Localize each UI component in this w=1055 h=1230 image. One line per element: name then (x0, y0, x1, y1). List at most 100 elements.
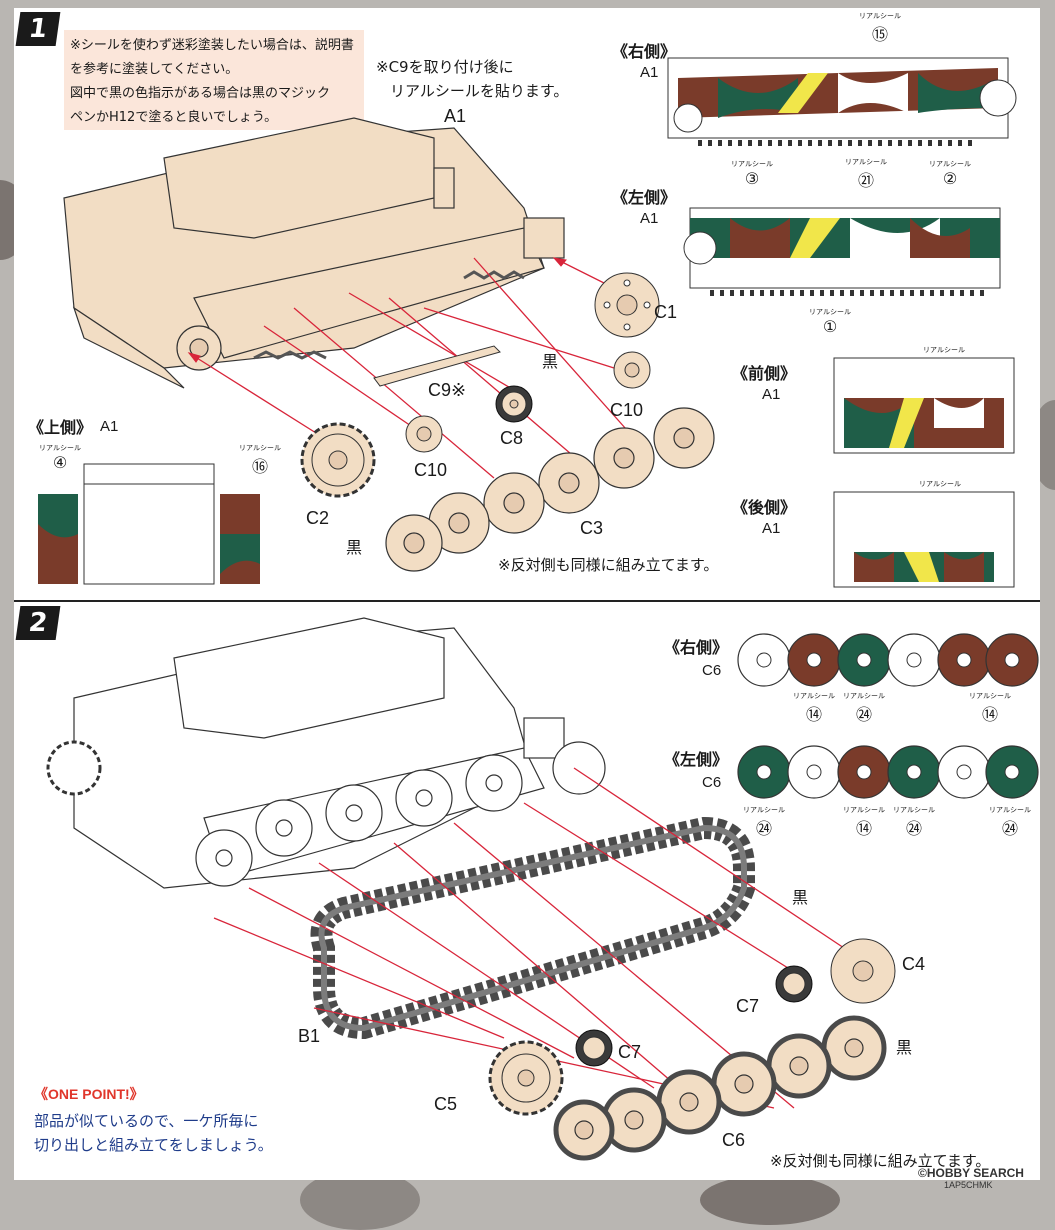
wheel-sticker: リアルシール ㉔ (980, 806, 1040, 839)
sticker-number: ⑮ (871, 25, 888, 44)
part-c10-left (405, 415, 443, 453)
top-view-part: A1 (100, 418, 119, 435)
sticker-number: ㉔ (855, 705, 872, 724)
top-view-drawing (38, 463, 260, 585)
front-view-drawing (833, 357, 1015, 454)
part-c1-idler (594, 272, 660, 338)
sticker-caption: リアルシール (859, 12, 901, 20)
wheel-sticker: リアルシール ⑭ (834, 806, 894, 839)
one-point-line: 部品が似ているので、一ケ所毎に (34, 1112, 259, 1130)
sticker-caption: リアルシール (793, 692, 835, 700)
sticker-15: リアルシール ⑮ (850, 12, 910, 45)
part-c8-roller (495, 385, 533, 423)
sticker-number: ⑭ (981, 705, 998, 724)
wheels-right-row (737, 633, 1039, 687)
sticker-number: ③ (744, 169, 760, 188)
part-label-c5: C5 (434, 1094, 458, 1114)
sticker-number: ㉑ (857, 171, 874, 190)
sticker-caption: リアルシール (923, 346, 965, 354)
black-note-c10: 黒 (346, 538, 363, 557)
part-label-c3: C3 (580, 518, 604, 538)
one-point-heading: 《ONE POINT!》 (34, 1086, 144, 1102)
sticker-caption: リアルシール (809, 308, 851, 316)
sticker-number: ⑭ (805, 705, 822, 724)
wheel-sticker: リアルシール ㉔ (734, 806, 794, 839)
paint-note-line: ※シールを使わず迷彩塗装したい場合は、説明書 (70, 38, 354, 53)
sticker-number: ⑭ (855, 819, 872, 838)
sticker-21: リアルシール ㉑ (836, 158, 896, 191)
c9-note-line-2: リアルシールを貼ります。 (390, 82, 569, 100)
sticker-caption: リアルシール (731, 160, 773, 168)
part-label-c8: C8 (500, 428, 524, 448)
part-c2-sprocket (300, 422, 376, 498)
front-view-part: A1 (762, 386, 781, 403)
paint-note-line: 図中で黒の色指示がある場合は黒のマジック (70, 86, 331, 101)
wheels-left-part: C6 (702, 774, 722, 791)
sticker-3: リアルシール ③ (722, 160, 782, 188)
part-label-c10-right: C10 (610, 400, 644, 420)
part-label-c7-upper: C7 (736, 996, 760, 1016)
rear-view-title: 《後側》 (732, 498, 797, 517)
paint-note: ※シールを使わず迷彩塗装したい場合は、説明書 を参考に塗装してください。 図中で… (64, 30, 364, 130)
c9-note-line-1: ※C9を取り付け後に (376, 58, 514, 76)
part-label-c2: C2 (306, 508, 330, 528)
black-note-c7: 黒 (792, 888, 809, 907)
part-c4-idler (830, 938, 896, 1004)
sticker-caption: リアルシール (969, 692, 1011, 700)
sticker-caption: リアルシール (845, 158, 887, 166)
right-view-part: A1 (640, 64, 659, 81)
rear-view-part: A1 (762, 520, 781, 537)
sticker-caption: リアルシール (893, 806, 935, 814)
part-label-c7-lower: C7 (618, 1042, 642, 1062)
sticker-number: ⑯ (251, 457, 268, 476)
rear-view-drawing (833, 491, 1015, 588)
wheels-right-part: C6 (702, 662, 722, 679)
wheel-sticker: リアルシール ⑭ (784, 692, 844, 725)
part-label-c6: C6 (722, 1130, 746, 1150)
footer-code: 1AP5CHMK (944, 1180, 993, 1190)
part-label-c10-left: C10 (414, 460, 448, 480)
one-point-line: 切り出しと組み立てをしましょう。 (34, 1136, 273, 1154)
step-divider (14, 600, 1040, 602)
paint-note-line: を参考に塗装してください。 (70, 62, 239, 77)
black-note-c8: 黒 (542, 352, 559, 371)
sticker-number: ㉔ (755, 819, 772, 838)
sticker-caption: リアルシール (843, 806, 885, 814)
sticker-caption: リアルシール (929, 160, 971, 168)
sticker-caption: リアルシール (39, 444, 81, 452)
part-c7-upper (775, 965, 813, 1003)
top-view-title: 《上側》 (28, 418, 93, 437)
hull-drawing-step2 (46, 617, 606, 889)
sticker-caption: リアルシール (843, 692, 885, 700)
sticker-caption: リアルシール (743, 806, 785, 814)
footer-watermark: ©HOBBY SEARCH (918, 1166, 1024, 1180)
sticker-number: ㉔ (905, 819, 922, 838)
wheel-sticker: リアルシール ㉔ (834, 692, 894, 725)
part-c6-roadwheels (553, 1015, 887, 1161)
part-c3-roadwheels (385, 407, 715, 572)
instruction-sheet: 1 ※シールを使わず迷彩塗装したい場合は、説明書 を参考に塗装してください。 図… (14, 8, 1040, 1190)
part-c5-sprocket (488, 1040, 564, 1116)
right-view-title: 《右側》 (612, 42, 677, 61)
left-view-title: 《左側》 (612, 188, 677, 207)
part-label-b1: B1 (298, 1026, 321, 1046)
part-label-c1: C1 (654, 302, 678, 322)
part-label-c4: C4 (902, 954, 926, 974)
front-view-title: 《前側》 (732, 364, 797, 383)
sticker-caption: リアルシール (919, 480, 961, 488)
wheels-left-title: 《左側》 (664, 750, 729, 769)
sticker-4: リアルシール ④ (30, 444, 90, 472)
sticker-number: ㉔ (1001, 819, 1018, 838)
sticker-number: ① (822, 317, 838, 336)
wheel-sticker: リアルシール ㉔ (884, 806, 944, 839)
black-note-c6: 黒 (896, 1038, 913, 1057)
left-side-drawing (683, 207, 1001, 296)
part-c10-right (613, 351, 651, 389)
left-view-part: A1 (640, 210, 659, 227)
part-c7-lower (575, 1029, 613, 1067)
sticker-16: リアルシール ⑯ (230, 444, 290, 477)
part-label-c9: C9※ (428, 380, 467, 400)
right-side-drawing (667, 57, 1017, 146)
sticker-1: リアルシール ① (800, 308, 860, 336)
wheel-sticker: リアルシール ⑭ (960, 692, 1020, 725)
